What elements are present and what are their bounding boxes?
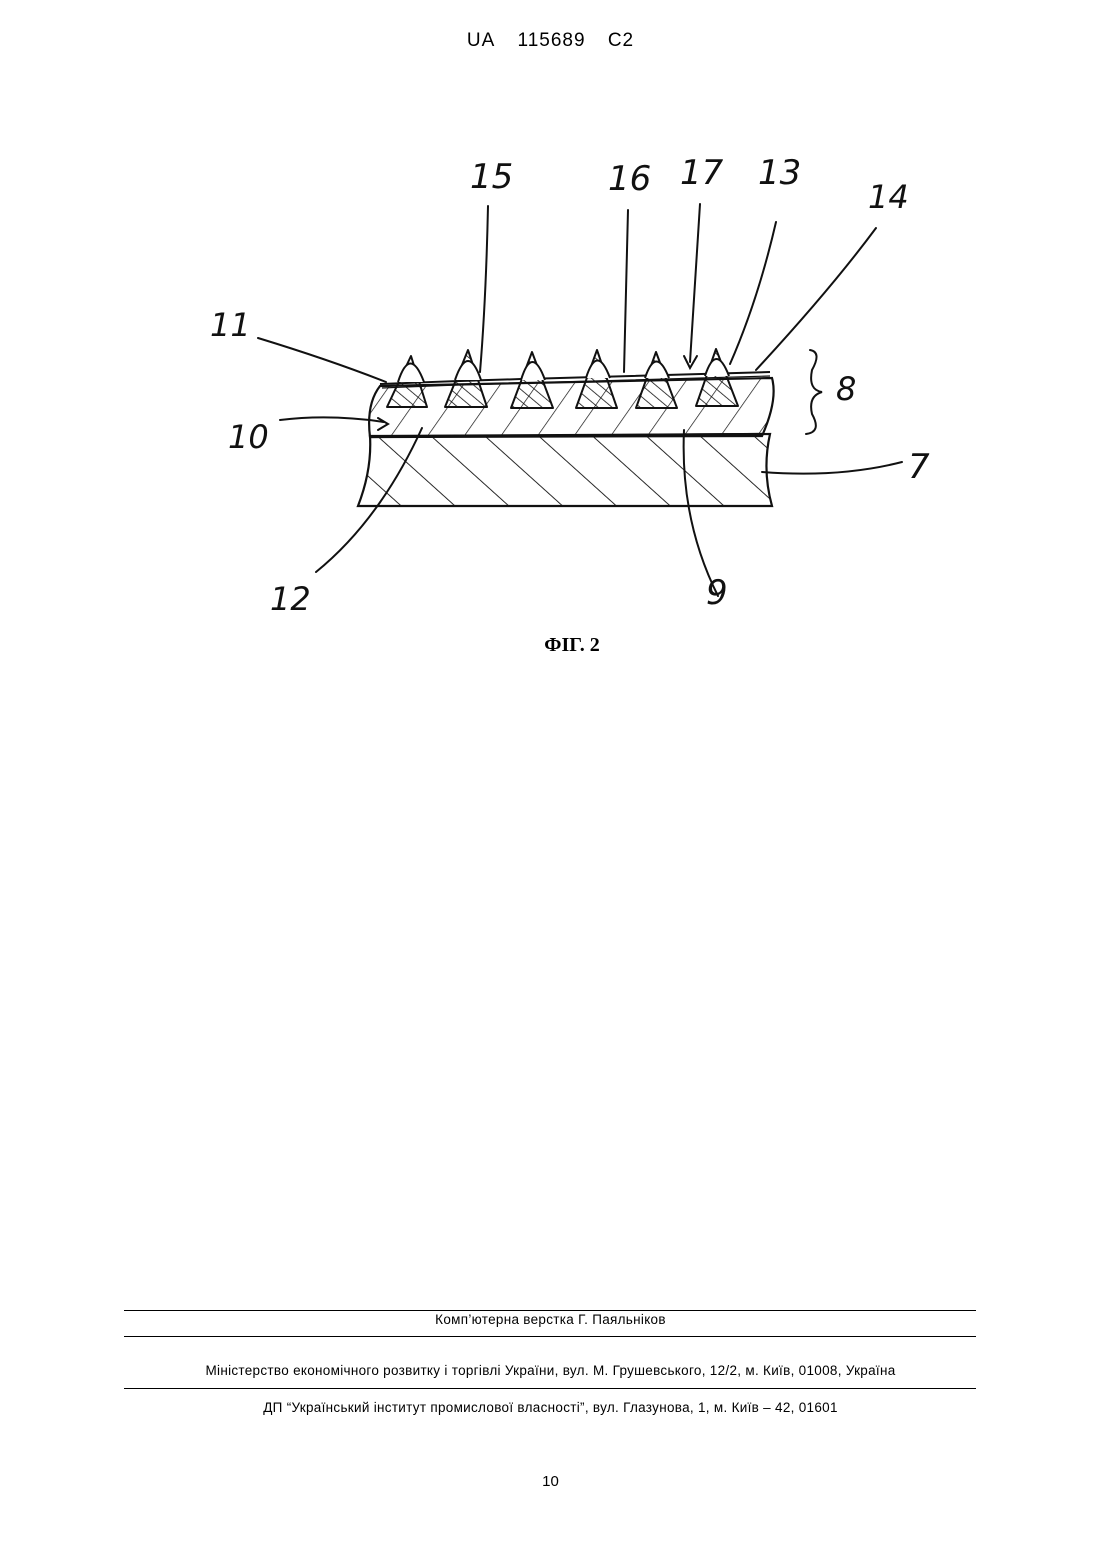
footer-rule-mid: [124, 1336, 976, 1337]
institute-address: ДП “Український інститут промислової вла…: [0, 1400, 1101, 1415]
ref-13: 13: [758, 153, 801, 193]
ref-12: 12: [270, 580, 311, 618]
ref-15: 15: [470, 157, 513, 197]
base-layer-7: [358, 434, 772, 506]
footer-rule-bottom: [124, 1388, 976, 1389]
footer-rule-top: [124, 1310, 976, 1311]
ref-11: 11: [210, 306, 251, 344]
ref-16: 16: [608, 159, 651, 199]
ref-14: 14: [868, 178, 909, 216]
typesetting-credit: Комп’ютерна верстка Г. Паяльніков: [0, 1312, 1101, 1327]
ref-9: 9: [706, 573, 728, 613]
ref-8: 8: [836, 370, 856, 408]
ref-7: 7: [908, 447, 930, 487]
ref-17: 17: [680, 153, 724, 193]
ministry-address: Міністерство економічного розвитку і тор…: [0, 1363, 1101, 1378]
ref-10: 10: [228, 418, 269, 456]
page-number: 10: [0, 1473, 1101, 1490]
figure-caption: ФІГ. 2: [544, 634, 599, 656]
figure-2-drawing: 15 16 17 13 14 11 10 12 8 7 9 ФІГ. 2: [0, 0, 1101, 700]
